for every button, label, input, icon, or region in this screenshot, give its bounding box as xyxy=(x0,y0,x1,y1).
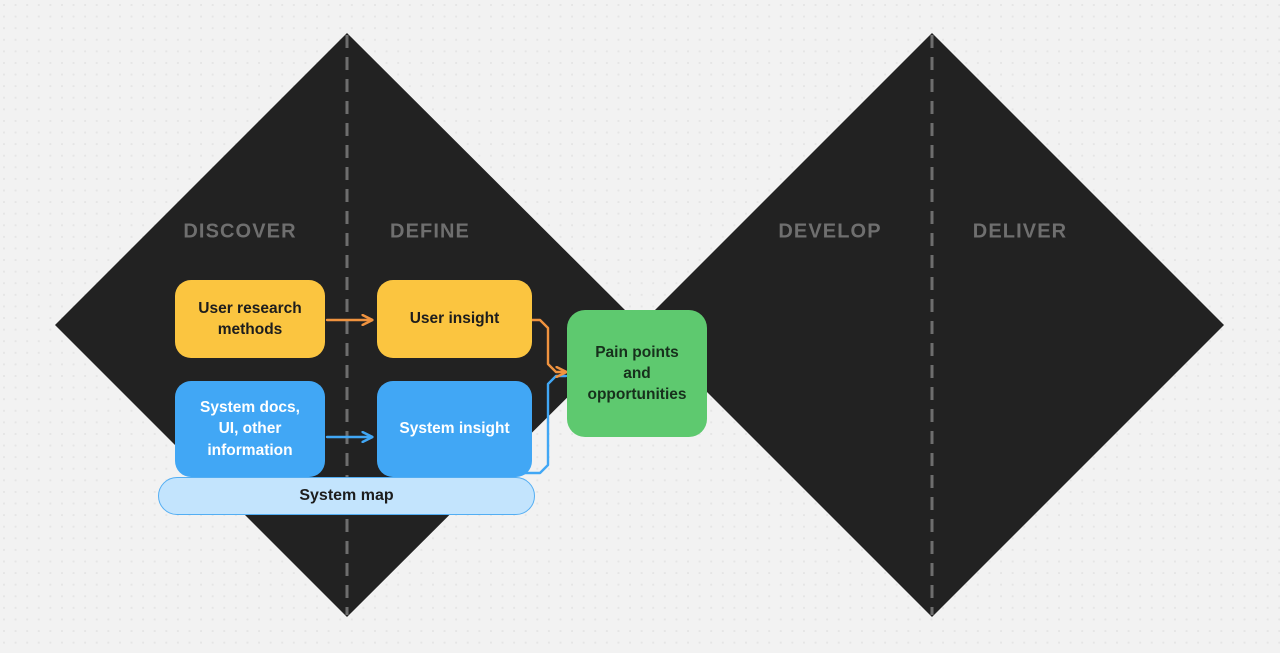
node-system-insight[interactable]: System insight xyxy=(377,381,532,477)
diamond-dividers xyxy=(345,35,934,615)
connector-user-insight-to-pain-points xyxy=(526,318,568,379)
connector-lines xyxy=(325,313,568,475)
node-system-map[interactable]: System map xyxy=(158,477,535,515)
node-user-insight[interactable]: User insight xyxy=(377,280,532,358)
